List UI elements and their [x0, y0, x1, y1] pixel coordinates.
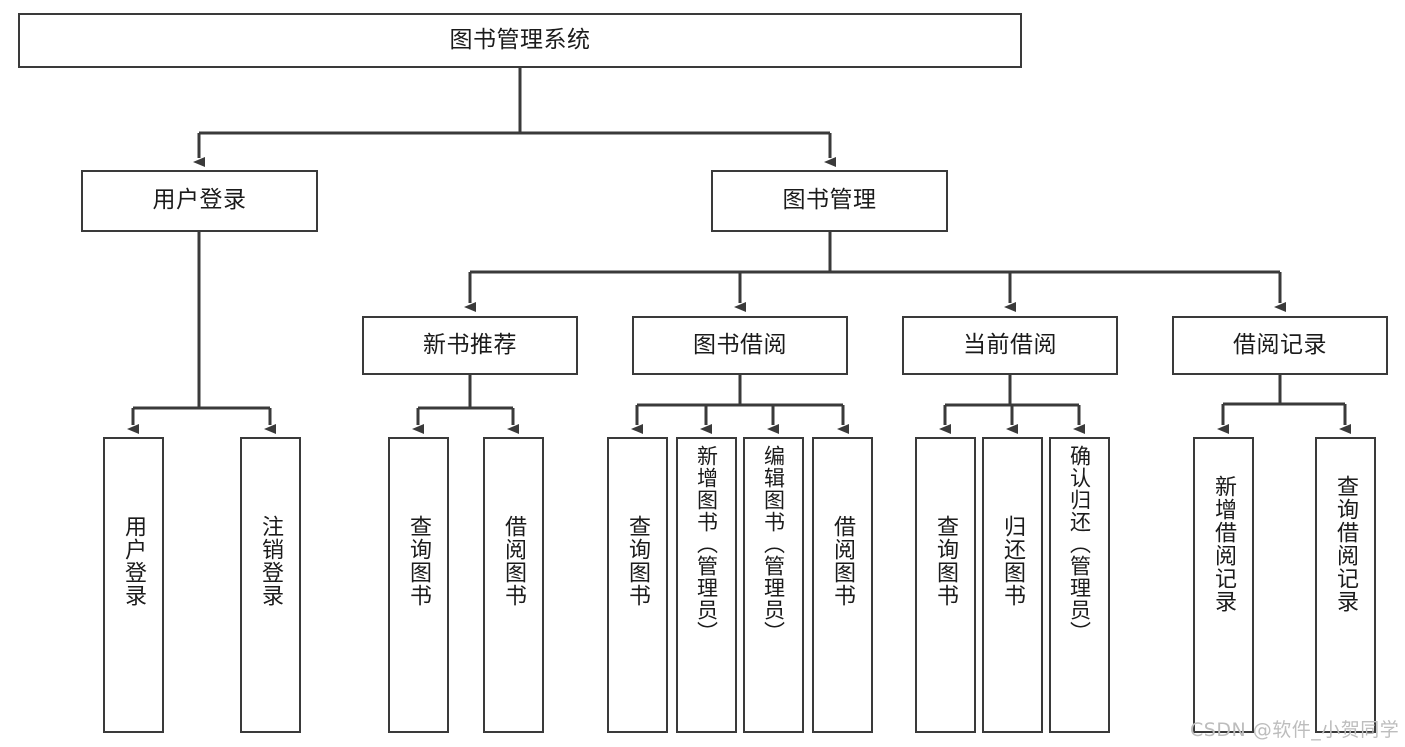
node-new-book-recommend[interactable]: 新书推荐	[362, 316, 578, 375]
node-label: 归还图书	[1000, 515, 1026, 607]
node-label: 查询图书	[625, 515, 651, 607]
leaf-new-book-borrow[interactable]: 借阅图书	[483, 437, 544, 733]
node-label: 借阅图书	[501, 515, 527, 607]
leaf-current-borrow-query[interactable]: 查询图书	[915, 437, 976, 733]
node-label: 图书管理	[782, 187, 877, 214]
leaf-current-borrow-confirm-return[interactable]: 确认归还（管理员）	[1049, 437, 1110, 733]
node-label: 查询图书	[933, 515, 959, 607]
node-label: 新增图书（管理员）	[694, 445, 719, 643]
csdn-watermark: CSDN @软件_小贺同学	[1190, 719, 1400, 741]
leaf-current-borrow-return[interactable]: 归还图书	[982, 437, 1043, 733]
node-label: 图书管理系统	[449, 26, 591, 53]
node-label: 用户登录	[121, 515, 147, 607]
node-book-management[interactable]: 图书管理	[711, 170, 948, 232]
node-book-borrow[interactable]: 图书借阅	[632, 316, 848, 375]
leaf-user-login-logout[interactable]: 注销登录	[240, 437, 301, 733]
leaf-new-book-query[interactable]: 查询图书	[388, 437, 449, 733]
leaf-book-borrow-borrow[interactable]: 借阅图书	[812, 437, 873, 733]
node-current-borrow[interactable]: 当前借阅	[902, 316, 1118, 375]
node-label: 编辑图书（管理员）	[761, 445, 786, 643]
leaf-borrow-record-query[interactable]: 查询借阅记录	[1315, 437, 1376, 733]
node-label: 新增借阅记录	[1211, 475, 1237, 613]
node-label: 借阅图书	[830, 515, 856, 607]
leaf-book-borrow-edit[interactable]: 编辑图书（管理员）	[743, 437, 804, 733]
node-label: 确认归还（管理员）	[1067, 445, 1092, 643]
node-user-login[interactable]: 用户登录	[81, 170, 318, 232]
node-label: 注销登录	[258, 515, 284, 607]
node-label: 借阅记录	[1233, 331, 1327, 358]
node-borrow-record[interactable]: 借阅记录	[1172, 316, 1388, 375]
node-label: 用户登录	[152, 187, 247, 214]
node-label: 图书借阅	[693, 331, 787, 358]
node-label: 查询图书	[406, 515, 432, 607]
node-label: 查询借阅记录	[1333, 475, 1359, 613]
node-label: 当前借阅	[963, 331, 1057, 358]
leaf-borrow-record-add[interactable]: 新增借阅记录	[1193, 437, 1254, 733]
leaf-book-borrow-query[interactable]: 查询图书	[607, 437, 668, 733]
leaf-book-borrow-add[interactable]: 新增图书（管理员）	[676, 437, 737, 733]
node-root-system[interactable]: 图书管理系统	[18, 13, 1022, 68]
leaf-user-login-login[interactable]: 用户登录	[103, 437, 164, 733]
node-label: 新书推荐	[423, 331, 517, 358]
